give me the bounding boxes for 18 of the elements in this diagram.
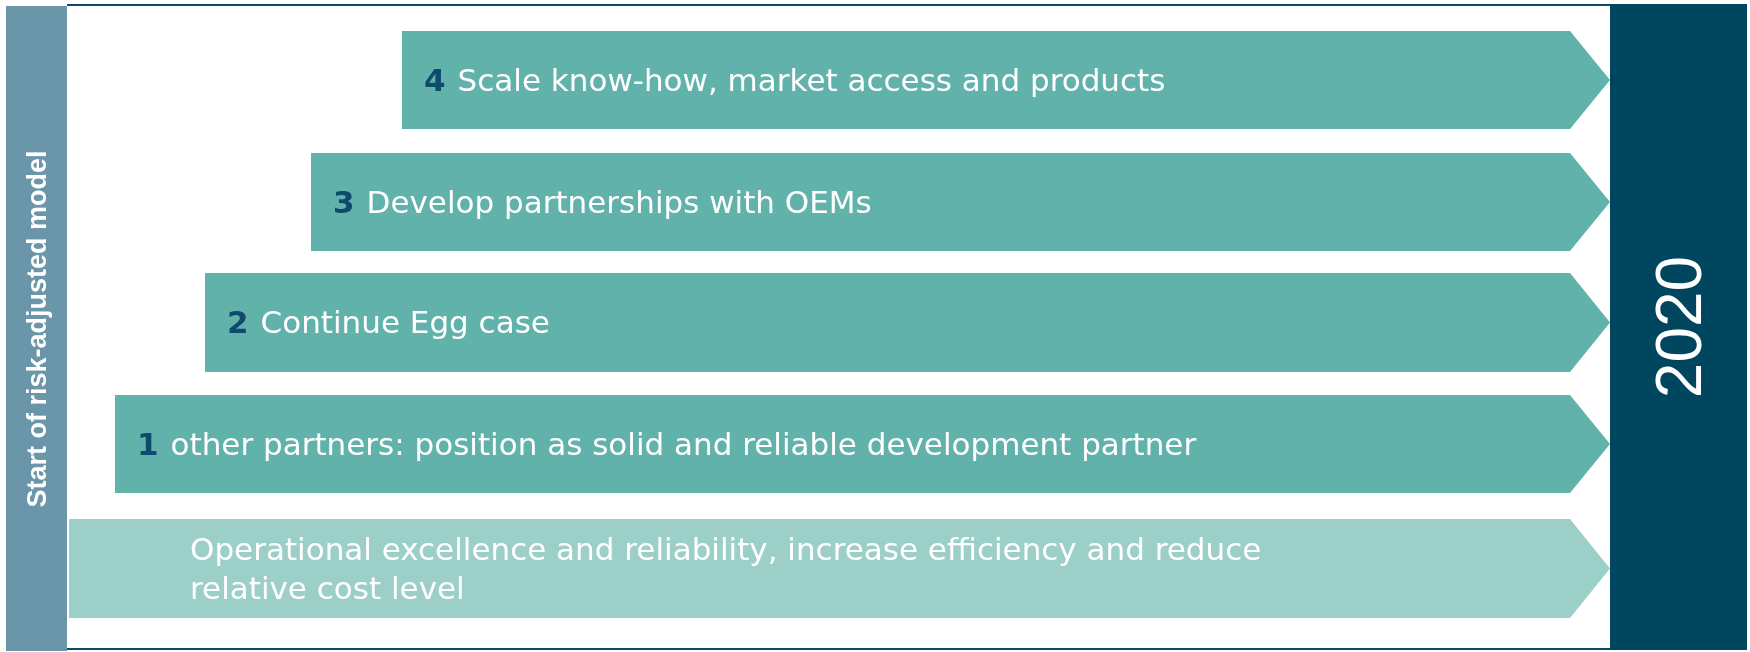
step-text: Operational excellence and reliability, increase efficiency and reduce relative cost level [190,529,1263,608]
step-banner [115,395,1610,493]
step-banner [69,519,1610,618]
step-number: 1 [137,424,159,464]
step-banner [311,153,1610,251]
step-text: Scale know-how, market access and products [457,60,1166,100]
step-text: Develop partnerships with OEMs [366,182,872,222]
step-banner [205,273,1610,372]
step-text: Continue Egg case [260,303,550,342]
step-number: 2 [227,303,249,342]
vertical-label: Start of risk-adjusted model [21,149,52,508]
step-banner [402,31,1610,129]
start-bar [6,6,67,651]
step-number: 3 [333,182,355,222]
step-number: 4 [424,60,446,100]
year-label: 2020 [1641,255,1716,399]
step-text: other partners: position as solid and reliable development partner [170,424,1197,464]
year-bar [1610,4,1747,650]
